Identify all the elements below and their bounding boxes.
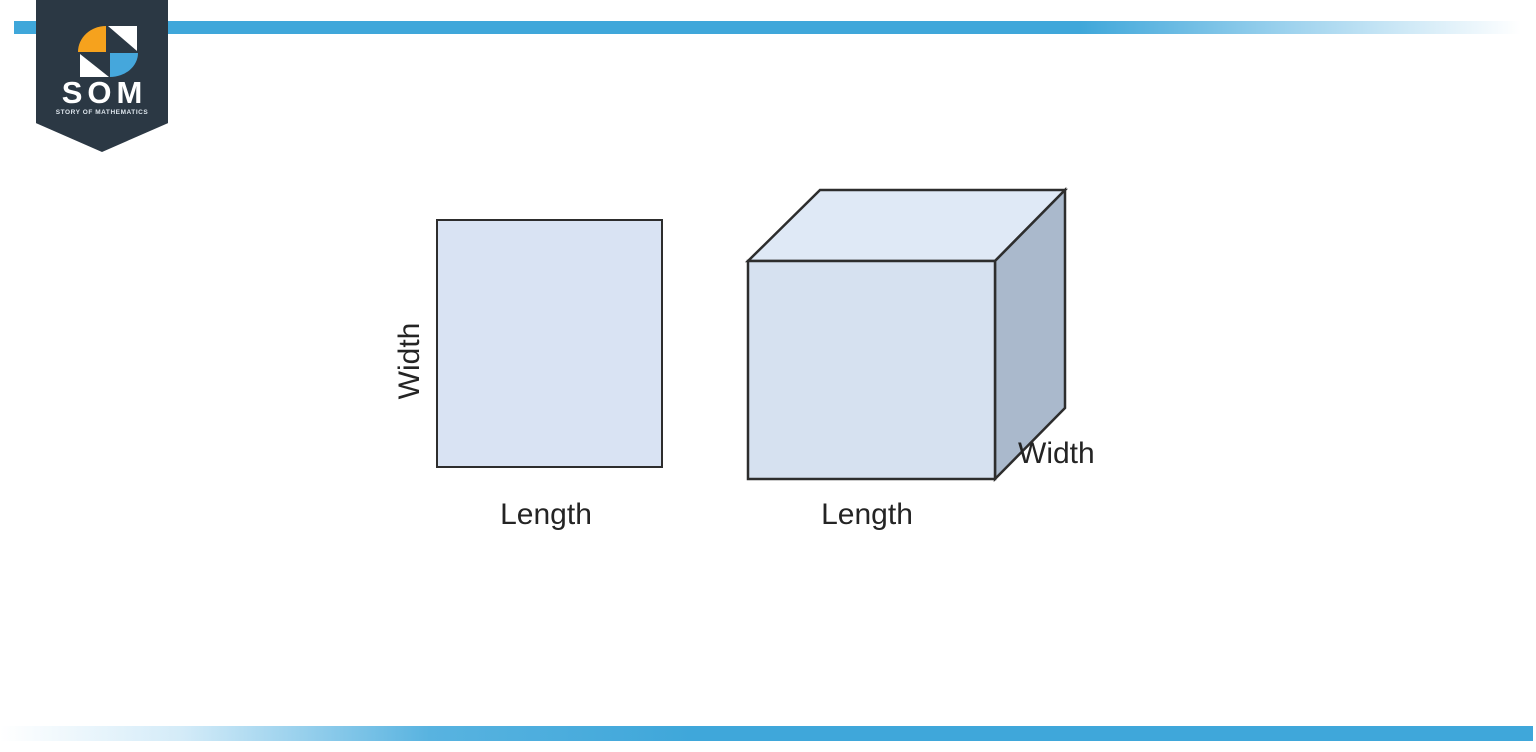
square-length-label: Length xyxy=(500,498,592,531)
brand-banner: SOM STORY OF MATHEMATICS xyxy=(36,0,168,152)
som-pinwheel-logo-icon xyxy=(78,26,138,77)
square-width-label: Width xyxy=(393,322,426,400)
pinwheel-white-triangle-bottom-icon xyxy=(80,54,109,77)
bottom-accent-bar xyxy=(0,726,1533,741)
pinwheel-white-triangle-top-icon xyxy=(108,26,137,51)
cube-front-face xyxy=(746,259,997,481)
cube-width-label: Width xyxy=(1018,437,1095,470)
cube-shape xyxy=(744,186,1068,483)
brand-name: SOM xyxy=(61,75,148,110)
brand-tagline: STORY OF MATHEMATICS xyxy=(55,109,149,116)
cube-length-label: Length xyxy=(821,498,913,531)
pinwheel-orange-fan-icon xyxy=(78,26,106,52)
square-shape xyxy=(436,219,663,468)
pinwheel-blue-fan-icon xyxy=(110,53,138,77)
top-accent-bar xyxy=(14,21,1536,34)
